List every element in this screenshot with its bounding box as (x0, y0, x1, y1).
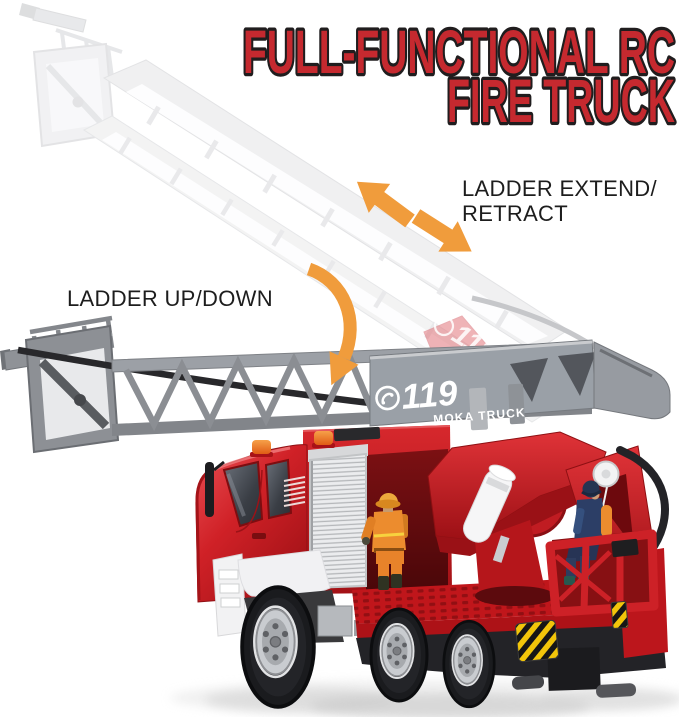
reflective-stripe (373, 532, 405, 538)
extend-arrow-down-icon (411, 209, 472, 252)
leg (378, 560, 389, 578)
door-handle (252, 533, 266, 539)
turret-base (475, 586, 555, 606)
basket-frame (545, 529, 659, 617)
bumper-steps (218, 569, 241, 608)
belt (374, 548, 404, 553)
cab-vent-slats (283, 476, 306, 507)
panel-cutout (558, 352, 596, 396)
ghost-fly-cutout (126, 84, 548, 344)
rear-wheel (442, 619, 496, 709)
ladder-rung-tab (508, 383, 525, 425)
hazard-stripe-panel-small (610, 601, 629, 629)
ladder-heel (593, 341, 671, 420)
side-mirror (205, 462, 214, 517)
beacon-dome (314, 431, 333, 445)
turret-column (475, 520, 545, 600)
air-tank (601, 505, 612, 537)
spool-hub (601, 469, 611, 479)
panel-bevel (369, 340, 593, 360)
ghost-basket-fold (45, 63, 103, 125)
roller-shutter-door (309, 452, 367, 590)
ladder-up-down-label: LADDER UP/DOWN (67, 286, 273, 311)
warning-beacon (312, 431, 335, 448)
rear-axle-tube (596, 683, 637, 698)
ladder-rung-tab (469, 387, 488, 431)
jacket (372, 510, 406, 552)
muffler (512, 675, 545, 690)
beacon-dome (252, 440, 271, 454)
basket-diagonal (38, 358, 110, 430)
extend-retract-label-line2: RETRACT (462, 201, 568, 226)
aerial-ladder: 119 MOKA TRUCK (0, 315, 671, 454)
leg (391, 558, 402, 576)
mirror-arm (213, 460, 225, 472)
basket-hole (74, 394, 86, 406)
curved-arrow-icon (306, 262, 357, 361)
glove (362, 537, 370, 545)
curved-arrow-head (329, 351, 359, 386)
headline-line2: FIRE TRUCK (447, 67, 675, 135)
rear-gearbox (547, 647, 601, 691)
remote-controller (611, 538, 639, 558)
phone-icon-dot (390, 393, 394, 397)
roof-hatch (333, 426, 381, 442)
ghost-base-lattice (118, 136, 438, 340)
phone-icon (433, 315, 455, 337)
phone-icon (375, 385, 400, 411)
firefighter-orange (361, 492, 408, 590)
ladder-lattice (123, 350, 377, 432)
callout-labels: LADDER EXTEND/ RETRACT LADDER UP/DOWN (67, 176, 657, 311)
helmet-brim (375, 499, 401, 509)
piston-rod (492, 535, 510, 563)
hose-reel-handle (616, 446, 669, 556)
extend-retract-label-line1: LADDER EXTEND/ (462, 176, 657, 201)
heel-line (599, 348, 653, 378)
front-wheel (240, 585, 316, 709)
arm (573, 507, 585, 535)
hazard-stripe-panel (515, 619, 559, 663)
panel-cutout (510, 358, 548, 402)
basket-braces (554, 550, 612, 602)
window-reflection (226, 473, 246, 517)
boot (564, 576, 575, 585)
boot (378, 576, 389, 590)
headline-line1: FULL-FUNCTIONAL RC (243, 18, 675, 86)
middle-wheel (369, 607, 429, 703)
cab-side-window (222, 460, 264, 528)
headline: FULL-FUNCTIONAL RC FIRE TRUCK (240, 15, 679, 139)
arm (361, 516, 376, 542)
boot (391, 574, 402, 588)
cab-quarter-window (264, 458, 293, 520)
cylinder-band (485, 476, 510, 493)
side-toolbox (317, 605, 353, 637)
emergency-number: 119 (400, 374, 459, 417)
annotation-arrows (306, 181, 472, 386)
fire-truck (195, 425, 669, 709)
extend-arrow-up-icon (356, 181, 415, 228)
ghost-water-cannon (32, 7, 87, 33)
cylinder-cap (488, 464, 516, 482)
phone-icon-dot (381, 401, 386, 405)
water-tank-cylinder (463, 464, 516, 543)
ghost-basket-hole (72, 96, 84, 108)
helmet-brim (581, 489, 602, 497)
warning-beacon (250, 440, 273, 457)
ghost-fly-lattice (146, 105, 509, 330)
